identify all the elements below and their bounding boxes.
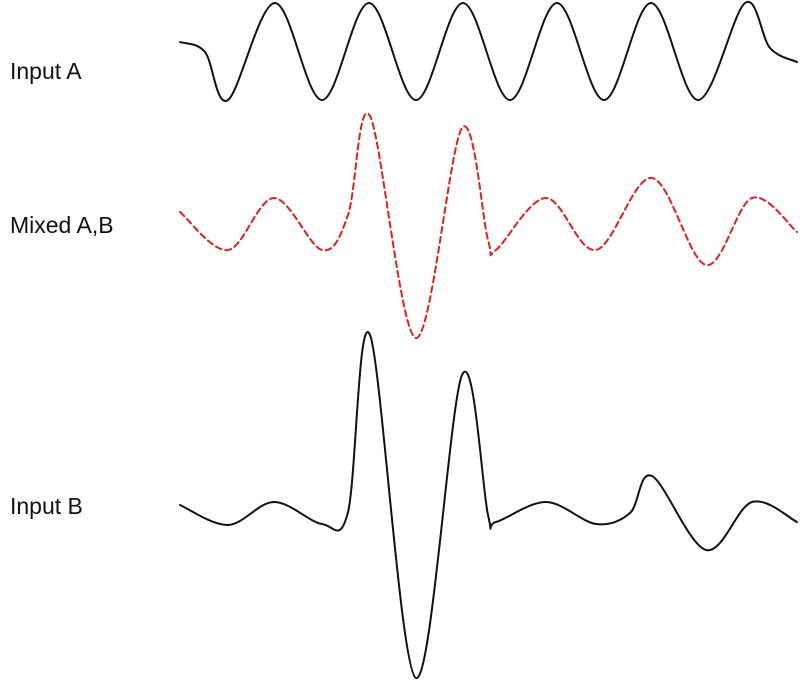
input-a-wave [179,0,798,102]
input-a-label: Input A [10,58,82,84]
input-b-label: Input B [10,493,83,519]
mixed-label: Mixed A,B [10,212,114,238]
mixed-wave [179,112,798,340]
input-b-wave [179,331,798,680]
